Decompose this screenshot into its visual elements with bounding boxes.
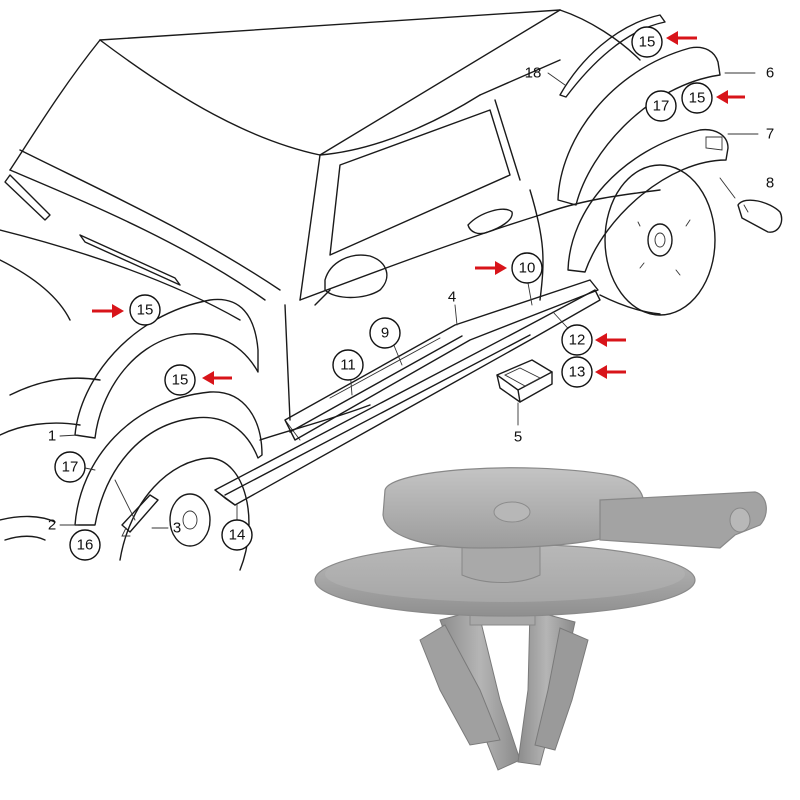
callout-label: 15 [639,34,656,51]
callout-label: 17 [62,459,79,476]
leader-lines [59,72,759,529]
callout-circled-15-rear-arch: 15 [681,82,713,114]
front-wheel-arch-molding-1 [74,298,259,439]
red-arrow-icon [716,90,745,104]
callout-label: 11 [340,357,356,374]
callout-circled-16: 16 [69,529,101,561]
red-arrow-icon [595,333,626,347]
callout-label: 15 [172,372,189,389]
callout-circled-10: 10 [511,252,543,284]
rear-arch-upper-trim-18 [559,14,666,98]
red-arrow-icon [92,304,124,318]
callout-label: 10 [519,260,536,277]
clip-part-5 [496,359,553,403]
label-part-5: 5 [514,429,522,446]
rear-wheel-arch-molding-6 [557,46,721,206]
label-part-4: 4 [448,289,456,306]
callout-circled-13: 13 [561,356,593,388]
callout-circled-15-top: 15 [631,26,663,58]
callout-circled-12: 12 [561,324,593,356]
callout-circled-17-front: 17 [54,451,86,483]
label-part-1: 1 [48,428,56,445]
callout-label: 15 [689,90,706,107]
cap-part-8 [719,177,783,233]
callout-circled-17-rear: 17 [645,90,677,122]
callout-label: 12 [569,332,586,349]
side-sill-trim-14 [214,289,601,506]
callout-label: 17 [653,98,670,115]
label-part-3: 3 [173,520,181,537]
callout-label: 14 [229,527,246,544]
label-part-6: 6 [766,65,774,82]
callout-circled-14: 14 [221,519,253,551]
red-arrows [92,31,745,385]
red-arrow-icon [202,371,232,385]
rear-wheel [599,164,716,316]
callout-label: 13 [569,364,586,381]
front-wheel [119,457,250,571]
side-sill-panel-4 [284,279,599,441]
label-part-8: 8 [766,175,774,192]
red-arrow-icon [475,261,507,275]
callout-circled-11: 11 [332,349,364,381]
label-part-7: 7 [766,126,774,143]
red-arrow-icon [666,31,697,45]
car-body-outline [0,9,661,541]
callout-circled-15-front-arch: 15 [164,364,196,396]
push-clip-photo [314,467,767,771]
callout-circled-15-front-upper: 15 [129,294,161,326]
front-wheel-arch-molding-2 [74,391,263,526]
label-part-2: 2 [48,517,56,534]
callout-label: 9 [381,325,389,342]
callout-circled-9: 9 [369,317,401,349]
label-part-18: 18 [525,65,542,82]
callout-label: 15 [137,302,154,319]
red-arrow-icon [595,365,626,379]
bracket-part-3 [114,479,159,537]
callout-label: 16 [77,537,94,554]
rear-wheel-arch-molding-7 [567,128,729,273]
